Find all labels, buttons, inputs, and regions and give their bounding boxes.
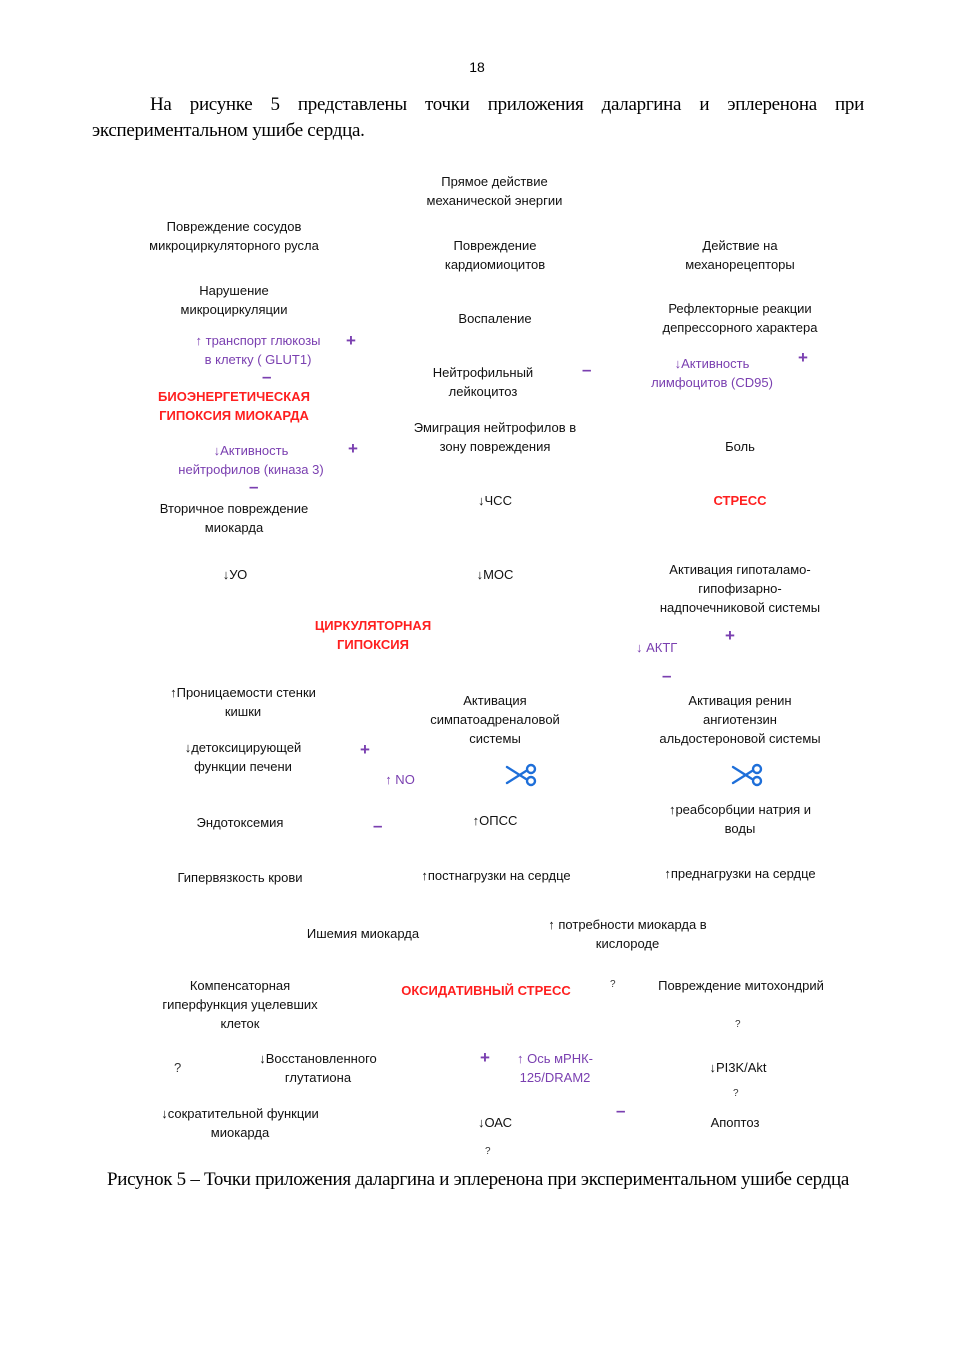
plus-mark: + (725, 626, 735, 645)
plus-mark: + (798, 348, 808, 367)
node-sympathoadrenal: Активация симпатоадреналовой системы (430, 693, 560, 746)
node-vessel-damage: Повреждение сосудов микроциркуляторного … (149, 219, 319, 253)
minus-mark: – (262, 367, 272, 386)
node-mitochondria-damage: Повреждение митохондрий (658, 978, 824, 993)
plus-mark: + (346, 331, 356, 350)
node-oxygen-demand: ↑ потребности миокарда в кислороде (548, 917, 707, 951)
node-afterload: ↑постнагрузки на сердце (421, 868, 571, 883)
node-secondary-damage: Вторичное повреждение миокарда (159, 501, 309, 535)
minus-mark: – (249, 477, 259, 496)
minus-mark: – (582, 360, 592, 379)
node-cardiac-output: ↓МОС (476, 567, 514, 582)
node-pain: Боль (725, 439, 755, 454)
node-neutrophil-activity: ↓Активность нейтрофилов (киназа 3) (178, 443, 324, 477)
node-hpa-activation: Активация гипоталамо- гипофизарно- надпо… (659, 562, 821, 615)
plus-mark: + (360, 740, 370, 759)
minus-mark: – (373, 816, 383, 835)
node-raas: Активация ренин ангиотензин альдостероно… (659, 693, 821, 746)
node-liver-detox: ↓детоксицирующей функции печени (184, 740, 302, 774)
node-gut-permeability: ↑Проницаемости стенки кишки (170, 685, 316, 719)
question-mark: ? (733, 1088, 739, 1099)
node-sodium-reabsorption: ↑реабсорбции натрия и воды (668, 802, 812, 836)
node-hyperviscosity: Гипервязкость крови (177, 870, 303, 885)
node-antioxidant: ↓ОАС (477, 1115, 513, 1130)
node-endotoxemia: Эндотоксемия (196, 815, 284, 830)
node-oxidative-stress: ОКСИДАТИВНЫЙ СТРЕСС (401, 983, 571, 998)
scissors-icon (731, 763, 763, 787)
question-mark: ? (610, 979, 616, 990)
node-reflex: Рефлекторные реакции депрессорного харак… (662, 301, 818, 335)
node-apoptosis: Апоптоз (710, 1115, 760, 1130)
minus-mark: – (662, 666, 672, 685)
node-microcirculation: Нарушение микроциркуляции (180, 283, 288, 317)
node-contractility: ↓сократительной функции миокарда (161, 1106, 319, 1140)
node-stress: СТРЕСС (713, 493, 767, 508)
node-direct-action: Прямое действие механической энергии (426, 174, 563, 208)
node-glucose-transport: ↑ транспорт глюкозы в клетку ( GLUT1) (195, 333, 321, 367)
node-mechanoreceptors: Действие на механорецепторы (685, 238, 795, 272)
intro-paragraph: На рисунке 5 представлены точки приложен… (92, 94, 864, 141)
node-neutrophil-leukocytosis: Нейтрофильный лейкоцитоз (432, 365, 534, 399)
node-glutathione: ↓Восстановленного глутатиона (259, 1051, 377, 1085)
node-lymphocyte-activity: ↓Активность лимфоцитов (CD95) (651, 356, 773, 390)
question-mark: ? (735, 1019, 741, 1030)
minus-mark: – (616, 1101, 626, 1120)
question-mark: ? (485, 1146, 491, 1157)
node-nitric-oxide: ↑ NO (385, 772, 415, 787)
node-tpr: ↑ОПСС (472, 813, 518, 828)
node-inflammation: Воспаление (458, 311, 532, 326)
plus-mark: + (480, 1048, 490, 1067)
node-heart-rate: ↓ЧСС (478, 493, 512, 508)
page-number: 18 (469, 59, 485, 75)
node-stroke-volume: ↓УО (222, 567, 248, 582)
node-cardiomyocyte-damage: Повреждение кардиомиоцитов (444, 238, 546, 272)
node-pi3k-akt: ↓PI3K/Akt (709, 1060, 767, 1075)
node-myocardial-ischemia: Ишемия миокарда (306, 926, 420, 941)
plus-mark: + (348, 439, 358, 458)
node-circulatory-hypoxia: ЦИРКУЛЯТОРНАЯ ГИПОКСИЯ (314, 618, 432, 652)
scissors-icon (505, 763, 537, 787)
node-neutrophil-emigration: Эмиграция нейтрофилов в зону повреждения (413, 420, 577, 454)
node-bioenergetic-hypoxia: БИОЭНЕРГЕТИЧЕСКАЯ ГИПОКСИЯ МИОКАРДА (158, 389, 310, 423)
node-preload: ↑преднагрузки на сердце (664, 866, 816, 881)
node-compensatory-hyperfunction: Компенсаторная гиперфункция уцелевших кл… (162, 978, 318, 1031)
node-mirna-axis: ↑ Ось мРНК- 125/DRAM2 (516, 1051, 593, 1085)
figure-caption: Рисунок 5 – Точки приложения даларгина и… (107, 1169, 849, 1190)
question-mark: ? (174, 1060, 182, 1075)
node-actg: ↓ АКТГ (636, 640, 678, 655)
